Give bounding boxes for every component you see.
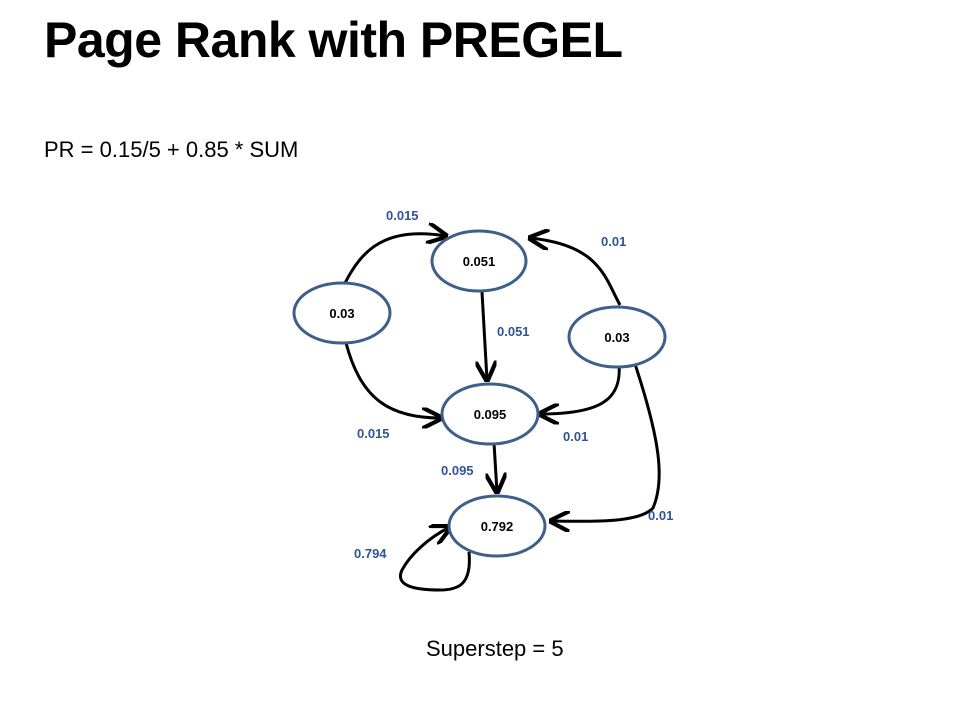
nodes: 0.051 0.03 0.03 0.095 0.792 xyxy=(292,229,667,558)
edge-left-to-top xyxy=(343,234,446,284)
edge-top-to-middle xyxy=(482,291,487,380)
edge-label-middle-to-bottom: 0.095 xyxy=(441,463,474,478)
node-left: 0.03 xyxy=(292,281,392,345)
edge-left-to-middle xyxy=(344,342,441,418)
superstep-label: Superstep = 5 xyxy=(426,636,564,661)
node-bottom: 0.792 xyxy=(447,494,547,558)
edge-label-left-to-top: 0.015 xyxy=(386,208,419,223)
slide-title: Page Rank with PREGEL xyxy=(44,12,623,68)
edge-label-top-to-middle: 0.051 xyxy=(497,324,530,339)
node-left-value: 0.03 xyxy=(329,306,354,321)
edge-right-to-middle xyxy=(540,363,621,414)
node-right-value: 0.03 xyxy=(604,330,629,345)
edge-label-right-to-top: 0.01 xyxy=(601,234,626,249)
edge-right-to-bottom xyxy=(551,363,661,521)
edge-label-right-to-middle: 0.01 xyxy=(563,429,588,444)
edge-label-right-to-bottom: 0.01 xyxy=(648,508,673,523)
node-middle: 0.095 xyxy=(440,382,540,446)
node-bottom-value: 0.792 xyxy=(481,519,514,534)
edge-label-bottom-self-loop: 0.794 xyxy=(354,546,387,561)
edge-bottom-self-loop xyxy=(398,527,471,592)
node-top-value: 0.051 xyxy=(463,254,496,269)
pagerank-formula: PR = 0.15/5 + 0.85 * SUM xyxy=(44,137,299,162)
edge-right-to-top xyxy=(530,238,622,306)
edge-label-left-to-middle: 0.015 xyxy=(357,426,390,441)
node-right: 0.03 xyxy=(567,305,667,369)
edge-middle-to-bottom xyxy=(494,442,497,492)
edge-labels: 0.015 0.01 0.051 0.015 0.01 0.095 0.01 0… xyxy=(354,208,673,561)
node-middle-value: 0.095 xyxy=(474,407,507,422)
node-top: 0.051 xyxy=(430,229,528,293)
edges xyxy=(343,234,661,592)
